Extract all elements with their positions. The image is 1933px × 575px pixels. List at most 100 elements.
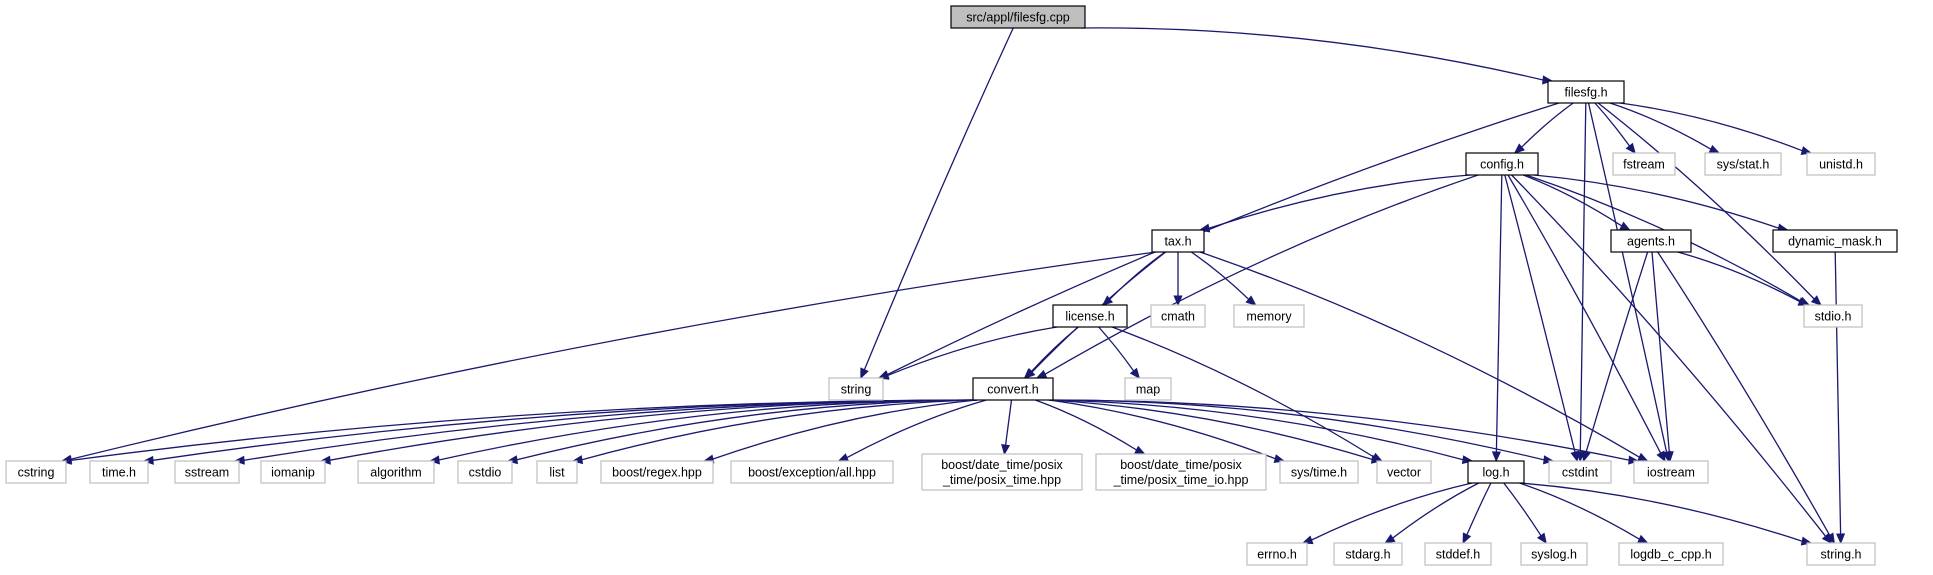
edge-arrowhead [1134, 445, 1146, 455]
node-label: vector [1387, 466, 1421, 480]
edge-arrowhead [1129, 367, 1141, 380]
node-cstdint: cstdint [1548, 460, 1612, 484]
edge-arrowhead [1301, 535, 1314, 545]
edge-license_h-to-map [1098, 326, 1141, 380]
edge-arrowhead [142, 455, 154, 465]
node-errno-h: errno.h [1246, 542, 1308, 566]
edge-arrowhead [1797, 297, 1810, 306]
node-box [1547, 80, 1625, 104]
edge-line [1609, 102, 1712, 150]
edge-filesfg_h-to-stdio_h [1597, 102, 1822, 306]
edge-line [1048, 399, 1630, 461]
edge-line [712, 399, 978, 460]
edge-line [1519, 482, 1640, 540]
edge-line [1504, 174, 1576, 453]
edge-line [1585, 251, 1649, 453]
node-box [1233, 304, 1305, 328]
node-box [921, 453, 1083, 491]
edge-line [887, 326, 1058, 377]
node-label: log.h [1482, 466, 1509, 480]
node-agents-h[interactable]: agents.h [1610, 229, 1692, 253]
node-filesfg-h[interactable]: filesfg.h [1547, 80, 1625, 104]
edge-line [1519, 482, 1803, 542]
edge-arrowhead [1543, 455, 1555, 465]
node-filesfg-cpp[interactable]: src/appl/filesfg.cpp [950, 5, 1086, 29]
edge-log_h-to-logdb_c_cpp_h [1519, 482, 1649, 544]
node-box [260, 460, 326, 484]
edge-agents_h-to-stdio_h [1677, 251, 1810, 306]
edge-dynamic_mask_h-to-string_h [1834, 251, 1846, 545]
node-label: iomanip [271, 466, 315, 480]
edge-line [1080, 27, 1544, 81]
edge-line [581, 399, 978, 461]
node-label: fstream [1623, 158, 1665, 172]
edge-line [1190, 251, 1250, 300]
node-label: _time/posix_time_io.hpp [1113, 473, 1249, 487]
edge-arrowhead [1656, 450, 1666, 463]
edge-arrowhead [1708, 144, 1721, 154]
edge-arrowhead [1628, 455, 1640, 465]
edge-line [1521, 102, 1574, 148]
edge-convert_h-to-boost_posix_time_io [1035, 399, 1146, 455]
edge-line [1048, 399, 1464, 461]
edge-line [1035, 399, 1137, 451]
node-label: logdb_c_cpp.h [1630, 548, 1711, 562]
edge-line [1579, 102, 1587, 453]
node-box [1333, 542, 1403, 566]
node-box [1520, 542, 1588, 566]
edge-license_h-to-convert_h [1023, 326, 1079, 379]
edge-arrowhead [1625, 142, 1636, 154]
edge-line [1004, 399, 1013, 446]
node-label: errno.h [1257, 548, 1297, 562]
edge-convert_h-to-algorithm [428, 399, 978, 465]
edge-line [152, 399, 978, 461]
edge-line [70, 251, 1157, 460]
node-label: filesfg.h [1564, 86, 1607, 100]
node-label: cstring [18, 466, 55, 480]
edge-agents_h-to-string_h [1657, 251, 1835, 545]
node-vector: vector [1376, 460, 1432, 484]
edge-line [1048, 399, 1373, 461]
edge-line [1030, 326, 1079, 373]
node-dynamic-mask-h[interactable]: dynamic_mask.h [1772, 229, 1898, 253]
node-log-h[interactable]: log.h [1467, 460, 1525, 484]
node-label: cmath [1161, 310, 1195, 324]
node-label: license.h [1065, 310, 1114, 324]
node-memory: memory [1233, 304, 1305, 328]
node-box [1806, 152, 1876, 176]
node-tax-h[interactable]: tax.h [1151, 229, 1205, 253]
edge-arrowhead [1836, 533, 1846, 545]
node-sys-time-h: sys/time.h [1279, 460, 1359, 484]
edge-line [1503, 482, 1542, 537]
node-cstdio: cstdio [457, 460, 513, 484]
node-box [1246, 542, 1308, 566]
node-label: list [549, 466, 565, 480]
edge-line [1044, 174, 1479, 375]
node-box [1803, 304, 1863, 328]
node-config-h[interactable]: config.h [1465, 152, 1539, 176]
node-license-h[interactable]: license.h [1052, 304, 1128, 328]
node-box [536, 460, 578, 484]
node-label: iostream [1647, 466, 1695, 480]
edge-line [1597, 102, 1815, 300]
node-box [1612, 152, 1676, 176]
edge-arrowhead [1462, 532, 1472, 545]
edge-log_h-to-string_h [1519, 482, 1813, 546]
node-label: boost/date_time/posix [1120, 458, 1242, 472]
node-box [457, 460, 513, 484]
node-box [828, 377, 884, 401]
node-label: string.h [1821, 548, 1862, 562]
edge-config_h-to-agents_h [1523, 174, 1631, 231]
edge-filesfg_cpp-to-string [860, 27, 1014, 380]
node-fstream: fstream [1612, 152, 1676, 176]
node-syslog-h: syslog.h [1520, 542, 1588, 566]
edge-arrowhead [1173, 295, 1183, 307]
node-stddef-h: stddef.h [1424, 542, 1492, 566]
node-box [357, 460, 435, 484]
node-box [1424, 542, 1492, 566]
node-string: string [828, 377, 884, 401]
node-convert-h[interactable]: convert.h [972, 377, 1054, 401]
edge-line [846, 399, 987, 459]
edge-arrowhead [860, 367, 869, 380]
node-stdio-h: stdio.h [1803, 304, 1863, 328]
